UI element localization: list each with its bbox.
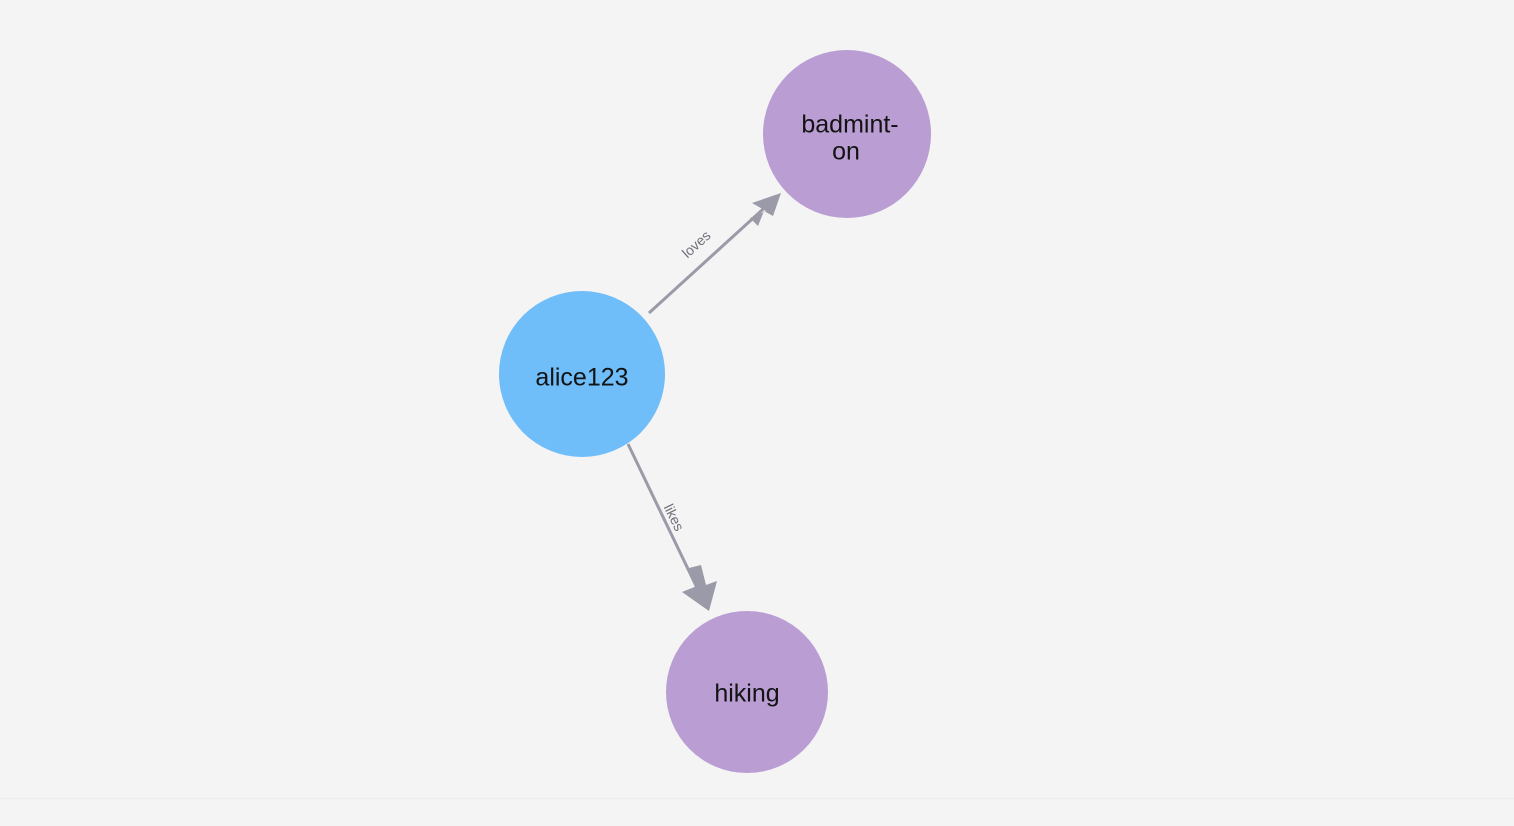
edge-label-loves: loves: [679, 227, 714, 261]
graph-node-hiking[interactable]: hiking: [666, 611, 828, 773]
node-circle[interactable]: [666, 611, 828, 773]
node-circle[interactable]: [499, 291, 665, 457]
graph-node-badminton[interactable]: badmint- on: [763, 50, 931, 218]
bottom-divider: [0, 798, 1514, 799]
graph-node-alice123[interactable]: alice123: [499, 291, 665, 457]
arrow-head-icon: [750, 193, 781, 226]
edge-alice123-likes-hiking[interactable]: likes: [626, 443, 717, 611]
edge-line: [647, 199, 774, 315]
arrow-head-icon: [682, 565, 717, 611]
node-circle[interactable]: [763, 50, 931, 218]
edge-alice123-loves-badminton[interactable]: loves: [647, 193, 781, 315]
edge-line: [626, 443, 702, 595]
